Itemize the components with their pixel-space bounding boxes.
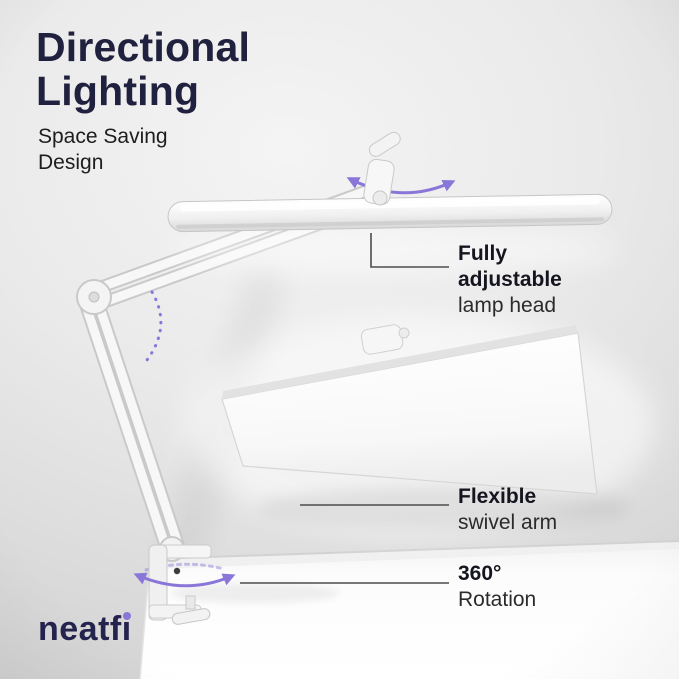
rotation-arrow-icon-clamp [133, 572, 236, 588]
desk [139, 540, 679, 679]
page-subtitle: Space Saving Design [38, 124, 168, 176]
brand-logo-text: neatf [38, 610, 122, 648]
callout-rotation-bold: 360° [458, 562, 502, 585]
callout-rotation: 360° Rotation [458, 561, 536, 613]
callout-rotation-text: Rotation [458, 588, 537, 612]
callout-lamp-head-bold-2: adjustable [458, 268, 562, 292]
clamp-screw-dot [173, 567, 181, 575]
brand-logo-letter-i: i [121, 610, 132, 648]
title-line-1: Directional [36, 24, 251, 70]
callout-lamp-head-text: lamp head [458, 294, 557, 318]
callout-swivel-arm-bold: Flexible [458, 485, 537, 508]
lamp-panel [185, 315, 655, 535]
desk-clamp [148, 536, 212, 625]
callout-line-lamp-head [370, 233, 449, 268]
head-mount [363, 131, 401, 206]
subtitle-line-2: Design [38, 151, 104, 175]
clamp-ground-shadow [170, 583, 340, 603]
brand-logo: neatfi [38, 610, 132, 649]
lower-arm [78, 292, 186, 558]
subtitle-line-1: Space Saving [38, 125, 168, 148]
callout-swivel-arm: Flexible swivel arm [458, 484, 557, 536]
callout-swivel-arm-text: swivel arm [458, 511, 558, 535]
title-line-2: Lighting [36, 67, 200, 114]
callout-lamp-head-bold-1: Fully [458, 242, 508, 265]
rotation-arrow-icon-elbow [145, 290, 163, 362]
elbow-joint [76, 279, 112, 315]
lamp-head [167, 131, 620, 270]
rotation-arrow-icon-head [346, 177, 456, 195]
callout-lamp-head: Fully adjustable lamp head [458, 241, 562, 319]
page-title: Directional Lighting [36, 24, 251, 114]
